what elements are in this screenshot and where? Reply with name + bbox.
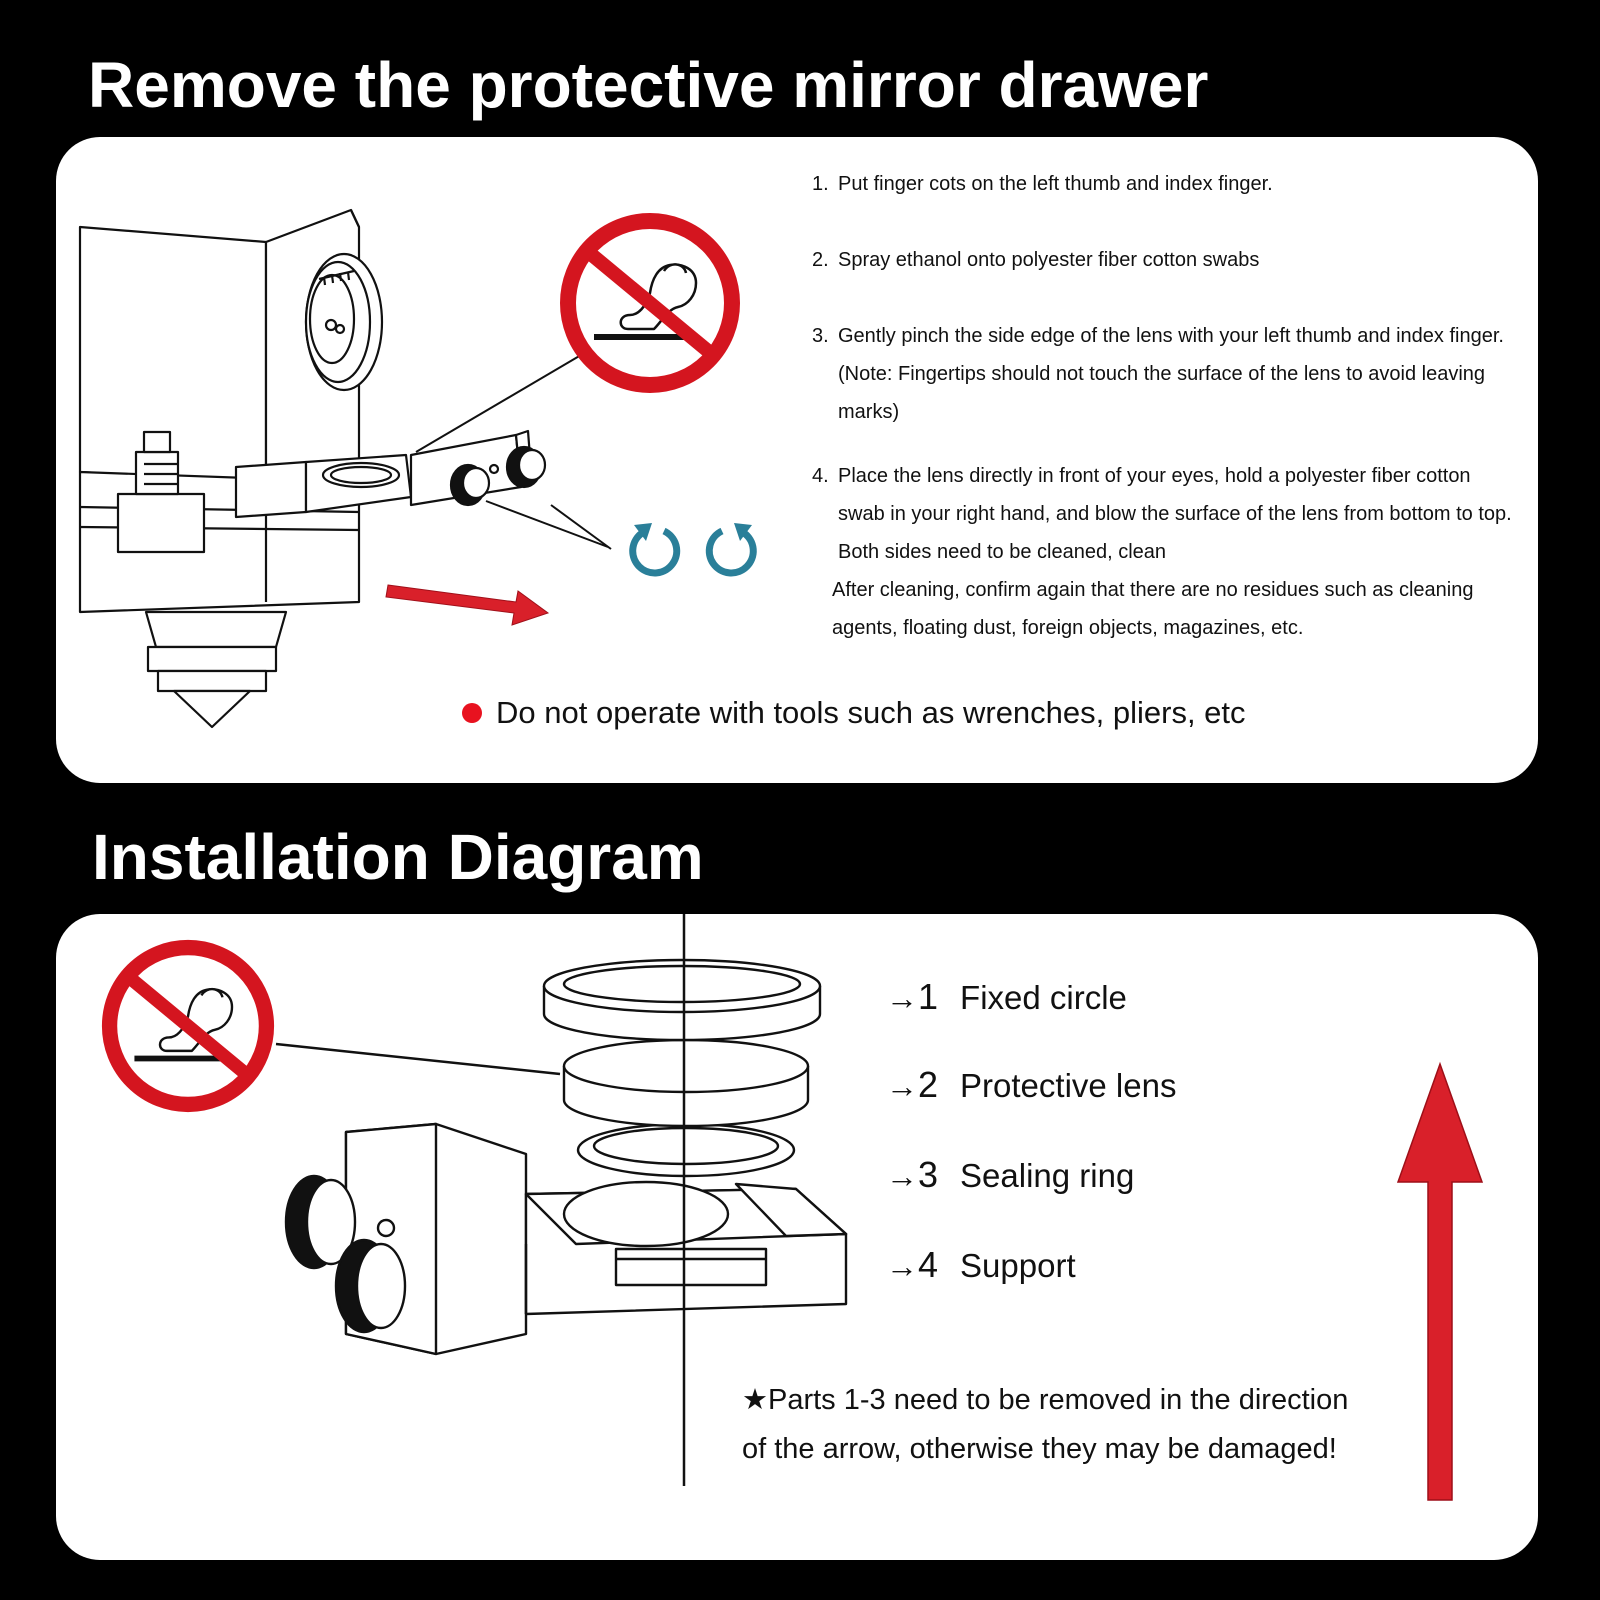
step-text: Place the lens directly in front of your…	[838, 465, 1512, 563]
step-text: Spray ethanol onto polyester fiber cotto…	[838, 249, 1260, 271]
section-title-installation: Installation Diagram	[92, 821, 704, 893]
part-label-protective-lens: → 2 Protective lens	[886, 1064, 1176, 1106]
step-item: 3. Gently pinch the side edge of the len…	[812, 317, 1512, 431]
arrow-right-icon: →	[886, 1068, 918, 1104]
part-name: Protective lens	[960, 1067, 1177, 1104]
part-number: 3	[918, 1154, 939, 1195]
part-number: 4	[918, 1244, 939, 1285]
note-line: of the arrow, otherwise they may be dama…	[742, 1433, 1337, 1465]
cleaning-instructions-panel: 1. Put finger cots on the left thumb and…	[56, 137, 1538, 783]
step-4-followup: After cleaning, confirm again that there…	[832, 579, 1474, 639]
removal-direction-note: ★Parts 1-3 need to be removed in the dir…	[742, 1376, 1348, 1474]
part-number: 2	[918, 1064, 939, 1105]
red-bullet-icon	[462, 703, 482, 723]
rotate-counterclockwise-icon	[629, 523, 681, 577]
part-label-sealing-ring: → 3 Sealing ring	[886, 1154, 1134, 1196]
note-line: ★Parts 1-3 need to be removed in the dir…	[742, 1384, 1349, 1416]
step-number: 2.	[812, 249, 829, 271]
removal-direction-arrow-icon	[1396, 1061, 1484, 1501]
step-number: 1.	[812, 173, 829, 195]
step-number: 3.	[812, 325, 829, 347]
step-text: Gently pinch the side edge of the lens w…	[838, 325, 1504, 423]
step-item: 2. Spray ethanol onto polyester fiber co…	[812, 241, 1512, 279]
section-title-remove-drawer: Remove the protective mirror drawer	[88, 49, 1209, 121]
installation-diagram-panel: → 1 Fixed circle → 2 Protective lens → 3…	[56, 914, 1538, 1560]
step-item: 1. Put finger cots on the left thumb and…	[812, 165, 1512, 203]
arrow-right-icon: →	[886, 1248, 918, 1284]
rotate-clockwise-icon	[705, 523, 757, 577]
laser-head-illustration	[78, 208, 612, 729]
arrow-right-icon: →	[886, 1158, 918, 1194]
tool-warning: Do not operate with tools such as wrench…	[462, 695, 1246, 731]
no-touch-prohibition-icon	[101, 939, 275, 1113]
part-label-fixed-circle: → 1 Fixed circle	[886, 976, 1127, 1018]
warning-text: Do not operate with tools such as wrench…	[496, 695, 1246, 730]
cleaning-steps-list: 1. Put finger cots on the left thumb and…	[812, 165, 1512, 647]
exploded-lens-assembly-illustration	[275, 914, 848, 1486]
step-number: 4.	[812, 465, 829, 487]
no-touch-prohibition-icon	[560, 213, 740, 393]
part-name: Sealing ring	[960, 1157, 1135, 1194]
part-number: 1	[918, 976, 939, 1017]
step-text: Put finger cots on the left thumb and in…	[838, 173, 1273, 195]
step-item: 4. Place the lens directly in front of y…	[812, 457, 1512, 571]
arrow-right-icon: →	[886, 980, 918, 1016]
part-name: Support	[960, 1247, 1076, 1284]
part-name: Fixed circle	[960, 979, 1127, 1016]
part-label-support: → 4 Support	[886, 1244, 1076, 1286]
